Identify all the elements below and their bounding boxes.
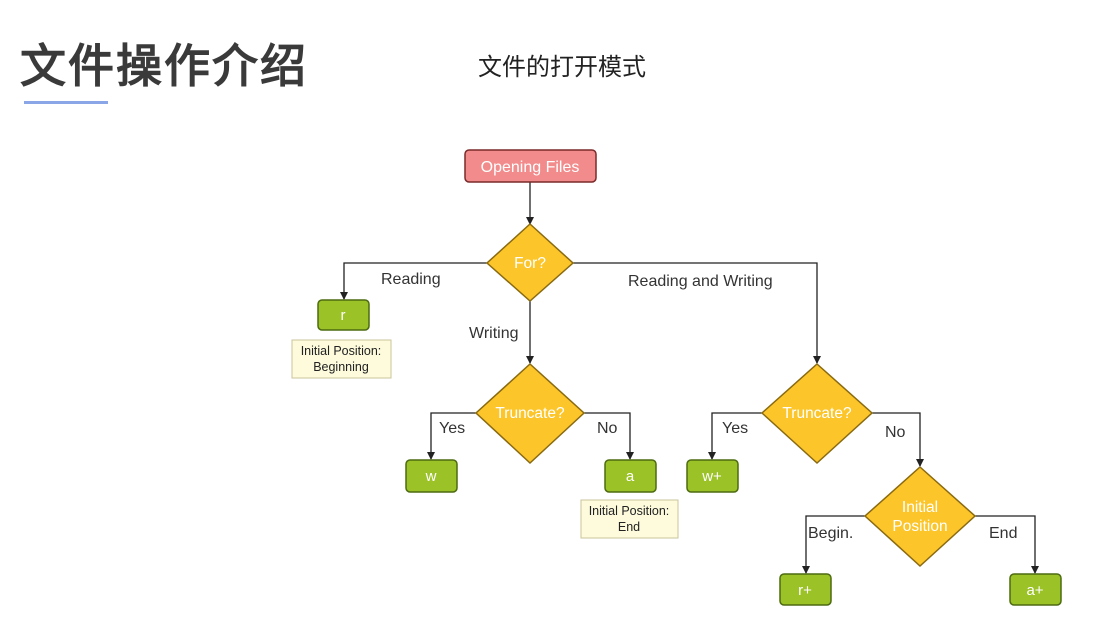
edge-label-yes-rw: Yes bbox=[722, 420, 748, 437]
mode-a-plus: a+ bbox=[1009, 573, 1062, 606]
edge-label-begin: Begin. bbox=[808, 525, 853, 542]
edge-truncate-w-to-a bbox=[584, 412, 634, 460]
note-a: Initial Position: End bbox=[580, 499, 679, 539]
note-r: Initial Position: Beginning bbox=[291, 339, 392, 379]
edge-label-yes-w: Yes bbox=[439, 420, 465, 437]
mode-w-plus: w+ bbox=[686, 459, 739, 493]
mode-r-plus: r+ bbox=[779, 573, 832, 606]
edge-truncate-rw-to-wplus bbox=[708, 412, 762, 460]
mode-a-label: a bbox=[626, 468, 635, 485]
mode-w-plus-label: w+ bbox=[701, 468, 722, 485]
decision-for-label: For? bbox=[514, 255, 546, 272]
page-title: 文件操作介绍 bbox=[20, 39, 308, 93]
mode-a-plus-label: a+ bbox=[1026, 582, 1043, 599]
edge-label-no-rw: No bbox=[885, 424, 906, 441]
decision-truncate-reading-writing-label: Truncate? bbox=[782, 405, 852, 422]
decision-initial-line1: Initial bbox=[902, 499, 938, 516]
note-r-line2: Beginning bbox=[313, 360, 369, 374]
edge-truncate-rw-to-initial bbox=[872, 412, 924, 467]
edge-label-reading: Reading bbox=[381, 271, 441, 288]
note-r-line1: Initial Position: bbox=[301, 344, 382, 358]
note-a-line2: End bbox=[618, 520, 640, 534]
decision-truncate-writing: Truncate? bbox=[474, 362, 586, 465]
edge-truncate-w-to-w bbox=[427, 412, 476, 460]
mode-r-plus-label: r+ bbox=[798, 582, 812, 599]
mode-w: w bbox=[405, 459, 458, 493]
title-underline bbox=[24, 101, 108, 104]
decision-for: For? bbox=[485, 222, 575, 303]
node-opening-files: Opening Files bbox=[464, 149, 597, 183]
page-subtitle: 文件的打开模式 bbox=[478, 53, 646, 81]
edge-label-no-w: No bbox=[597, 420, 618, 437]
edge-label-reading-and-writing: Reading and Writing bbox=[628, 273, 773, 290]
edge-initial-to-rplus bbox=[802, 515, 865, 574]
mode-w-label: w bbox=[425, 468, 437, 485]
note-a-line1: Initial Position: bbox=[589, 504, 670, 518]
node-opening-files-label: Opening Files bbox=[481, 159, 580, 176]
mode-a: a bbox=[604, 459, 657, 493]
decision-initial-position: Initial Position bbox=[863, 465, 977, 568]
edge-label-end: End bbox=[989, 525, 1017, 542]
decision-truncate-writing-label: Truncate? bbox=[495, 405, 565, 422]
edge-initial-to-aplus bbox=[975, 515, 1039, 574]
flow-edges bbox=[340, 182, 1039, 574]
edge-for-to-truncate-rw bbox=[573, 262, 821, 364]
edge-label-writing: Writing bbox=[469, 325, 519, 342]
edge-for-to-r bbox=[340, 262, 487, 300]
decision-truncate-reading-writing: Truncate? bbox=[760, 362, 874, 465]
mode-r-label: r bbox=[341, 307, 346, 324]
mode-r: r bbox=[317, 299, 370, 331]
decision-initial-line2: Position bbox=[892, 518, 947, 535]
